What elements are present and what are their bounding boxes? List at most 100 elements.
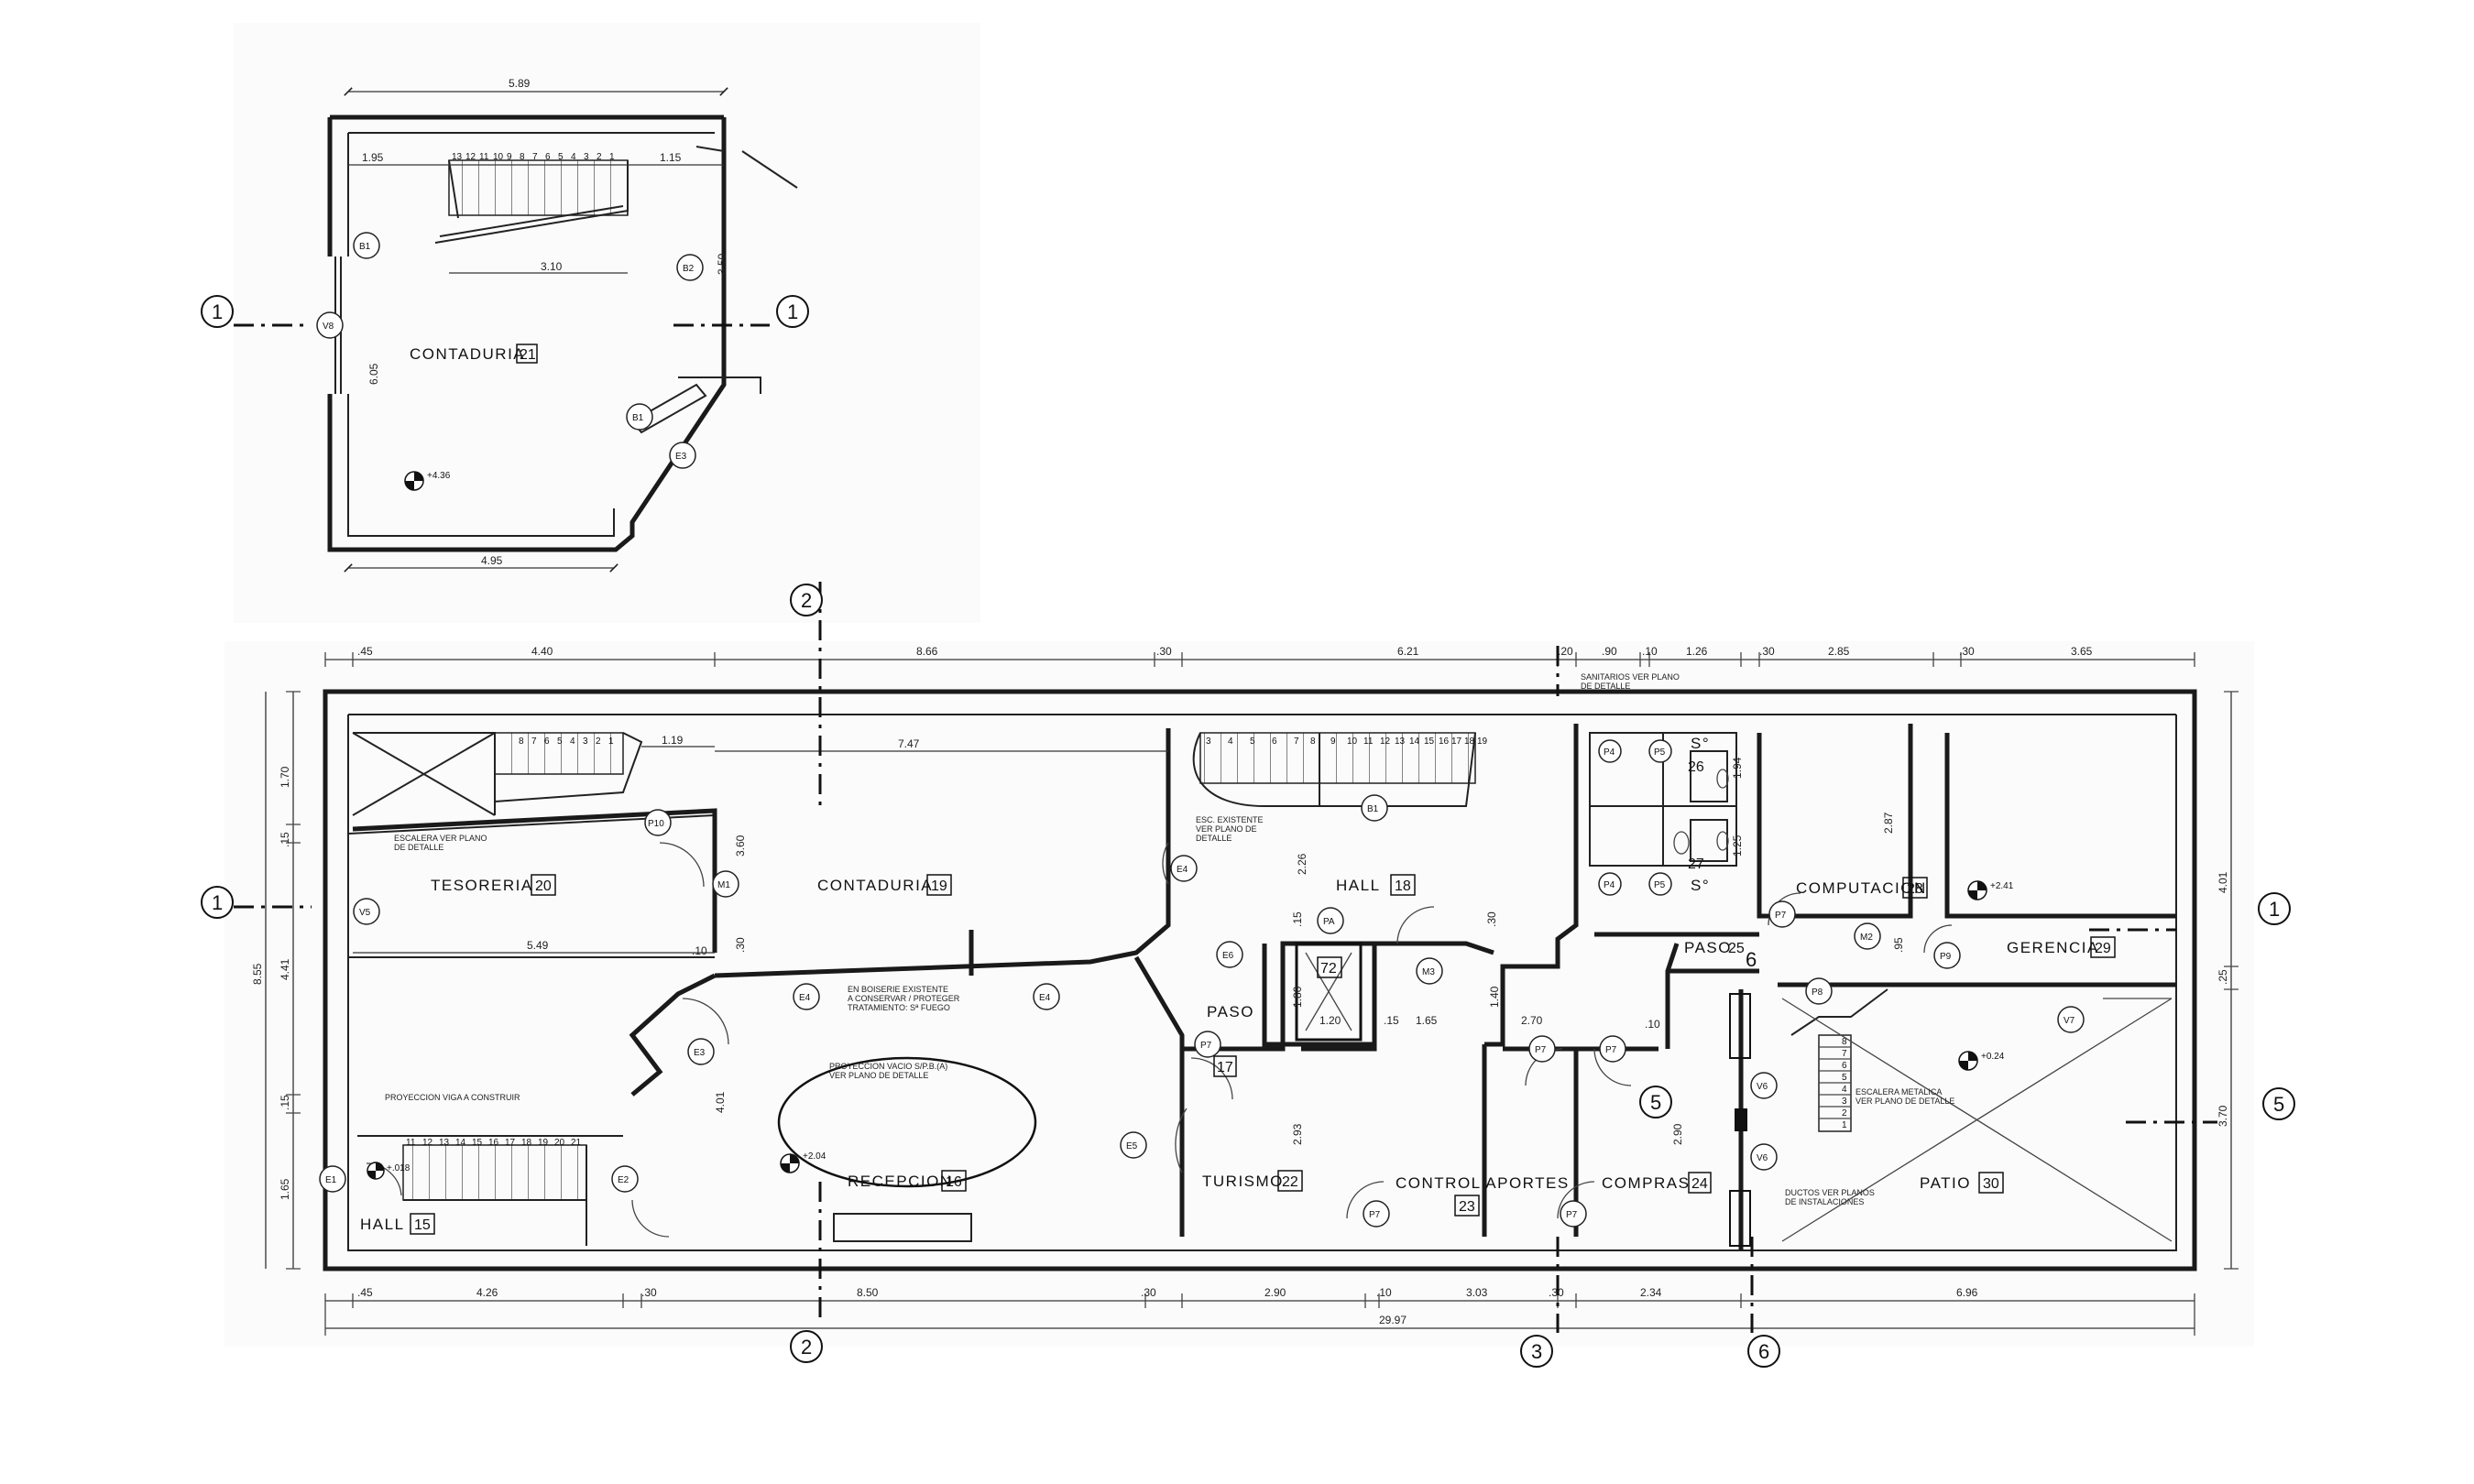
upper-dim-bottom: 4.95 [481,554,503,567]
label-main_plan-stair_hall-5: 8 [1310,737,1316,747]
room-number-20: 20 [535,878,552,894]
reception-void-outline [777,1056,1037,1188]
label-main_plan-tags-pa: PA [1323,917,1335,927]
label-main_plan-levels-hall: +.018 [387,1163,411,1173]
label-main_plan-interior_dims-21: .30 [1485,911,1498,927]
upper-dim-top: 5.89 [509,77,531,90]
drawing-path [678,146,798,394]
room-name-s27: S° [1691,877,1710,894]
room-labels: TESORERIA 20 CONTADURIA 19 HALL 18 RECEP… [360,735,2116,1235]
label-main_plan-dims_right-1: .25 [2217,969,2229,985]
tag-b1-upper-2: B1 [632,413,644,423]
drawing-circle [676,254,704,281]
label-main_plan-stair_patio-4: 4 [1842,1085,1847,1095]
label-main_plan-stair_hall-12: 15 [1424,737,1435,747]
drawing-circle [611,1165,639,1193]
stair-lower-left [357,1135,623,1246]
drawing-rect [926,874,952,896]
label-main_plan-stair_top_left-2: 6 [544,737,550,747]
axis-marker-2-bottom [790,1330,823,1363]
label-main_plan-dims_top-7: .10 [1642,645,1658,658]
label-main_plan-stair_hall-13: 16 [1439,737,1450,747]
label-main_plan-notes-proyeccion_vacio-0: PROYECCION VACIO S/P.B.(A) [829,1062,947,1071]
axis-label-5-inner: 5 [1650,1091,1661,1114]
upper-outer-wall [327,115,727,552]
drawing-rect [531,874,556,896]
drawing-path [659,842,705,888]
level-marker-icon [780,1153,800,1173]
label-main_plan-notes-proyeccion_viga-0: PROYECCION VIGA A CONSTRUIR [385,1093,520,1102]
room-name-contaduria-upper: CONTADURIA [410,345,525,363]
drawing-rect [1902,877,1928,899]
label-main_plan-stair_lower-10: 21 [571,1138,582,1148]
label-main_plan-tags-v7: V7 [2063,1016,2075,1026]
label-main_plan-dims_left-1: .15 [279,832,291,847]
drawing-rect [234,23,980,623]
drawing-circle [1416,957,1443,985]
room-name-gerencia: GERENCIA [2007,939,2099,956]
label-main_plan-stair_top_left-4: 4 [570,737,575,747]
label-main_plan-tags-p4a: P4 [1604,747,1615,758]
label-main_plan-stair_hall-0: 3 [1206,737,1211,747]
label-main_plan-dims_bottom-0: .45 [357,1286,373,1299]
label-main_plan-stair_hall-3: 6 [1272,737,1277,747]
label-main_plan-notes-ductos-0: DUCTOS VER PLANOS [1785,1188,1875,1197]
drawing-path [1396,906,1435,944]
drawing-circle [1599,1035,1626,1063]
dimension-chain-top: .45 4.40 8.66 .30 6.21 .20 .90 .10 1.26 … [324,645,2195,667]
room-number-26: 26 [1688,759,1704,775]
drawing-circle [712,870,739,898]
upper-dim-left: 1.95 [362,151,384,164]
label-main_plan-dims_left-5: 8.55 [251,963,264,985]
drawing-rect [1295,942,1363,1042]
drawing-circle [1528,1035,1556,1063]
drawing-circle [626,403,653,431]
tag-b1-upper: B1 [359,242,371,252]
level-marker-icon [404,471,424,491]
upper-dim-height-left: 6.05 [367,363,380,385]
tag-b2-upper: B2 [683,264,695,274]
label-main_plan-stair_lower-2: 13 [439,1138,450,1148]
drawing-circle [644,809,672,836]
label-main_plan-stair_patio-0: 8 [1842,1037,1847,1047]
label-main_plan-tags-e4b: E4 [1039,993,1051,1003]
room-number-23: 23 [1459,1199,1475,1215]
label-main_plan-stair_top_left-6: 2 [596,737,601,747]
label-main_plan-dims_top-5: .20 [1558,645,1573,658]
label-main_plan-interior_dims-1: 1.19 [662,734,684,747]
drawing-path [2224,691,2239,1270]
label-main_plan-dims_bottom-2: .30 [641,1286,657,1299]
axis-marker-5-right [2262,1087,2295,1120]
element-tags: P10 M1 B1 E4 E4 E4 E3 E5 E6 PA M3 P7 P7 … [319,739,2085,1228]
label-main_plan-interior_dims-8: 1.20 [1319,1014,1341,1027]
label-main_plan-tags-p7f: P7 [1775,911,1787,921]
drawing-path [286,691,301,1270]
upper-inner-wall [347,132,715,537]
drawing-path [629,973,717,1097]
level-marker-icon [367,1162,385,1180]
label-main_plan-dims_right-2: 3.70 [2217,1105,2229,1127]
drawing-rect [1729,993,1751,1059]
elevator-shaft [1295,942,1363,1042]
label-main_plan-stair_top_left-5: 3 [583,737,588,747]
label-upper_plan-stair_numbers-4: 9 [507,152,512,162]
label-main_plan-interior_dims-17: 2.87 [1882,812,1895,834]
label-main_plan-tags-e4c: E4 [1177,865,1188,875]
total-length: 29.97 [1379,1314,1407,1326]
room-name-compras: COMPRAS [1602,1174,1690,1192]
axis-label-1-right: 1 [2269,898,2280,921]
label-main_plan-tags-v6b: V6 [1757,1153,1768,1163]
label-main_plan-interior_dims-9: .15 [1384,1014,1399,1027]
drawing-path [1923,924,1953,954]
drawing-ellipse [1673,831,1690,855]
label-main_plan-notes-sanitarios-1: DE DETALLE [1581,682,1630,691]
label-main_plan-dims_top-2: 8.66 [916,645,938,658]
drawing-rect [1690,819,1728,862]
label-main_plan-interior_dims-16: 2.26 [1296,853,1308,875]
dimension-chain-left: 1.70 .15 4.41 .15 1.65 8.55 [251,691,301,1270]
label-main_plan-dims_top-8: 1.26 [1686,645,1708,658]
label-upper_plan-stair_numbers-10: 3 [584,152,589,162]
label-main_plan-interior_dims-19: 1.25 [1731,835,1744,857]
drawing-path [324,652,2195,667]
label-main_plan-interior_dims-6: 4.01 [714,1091,727,1113]
